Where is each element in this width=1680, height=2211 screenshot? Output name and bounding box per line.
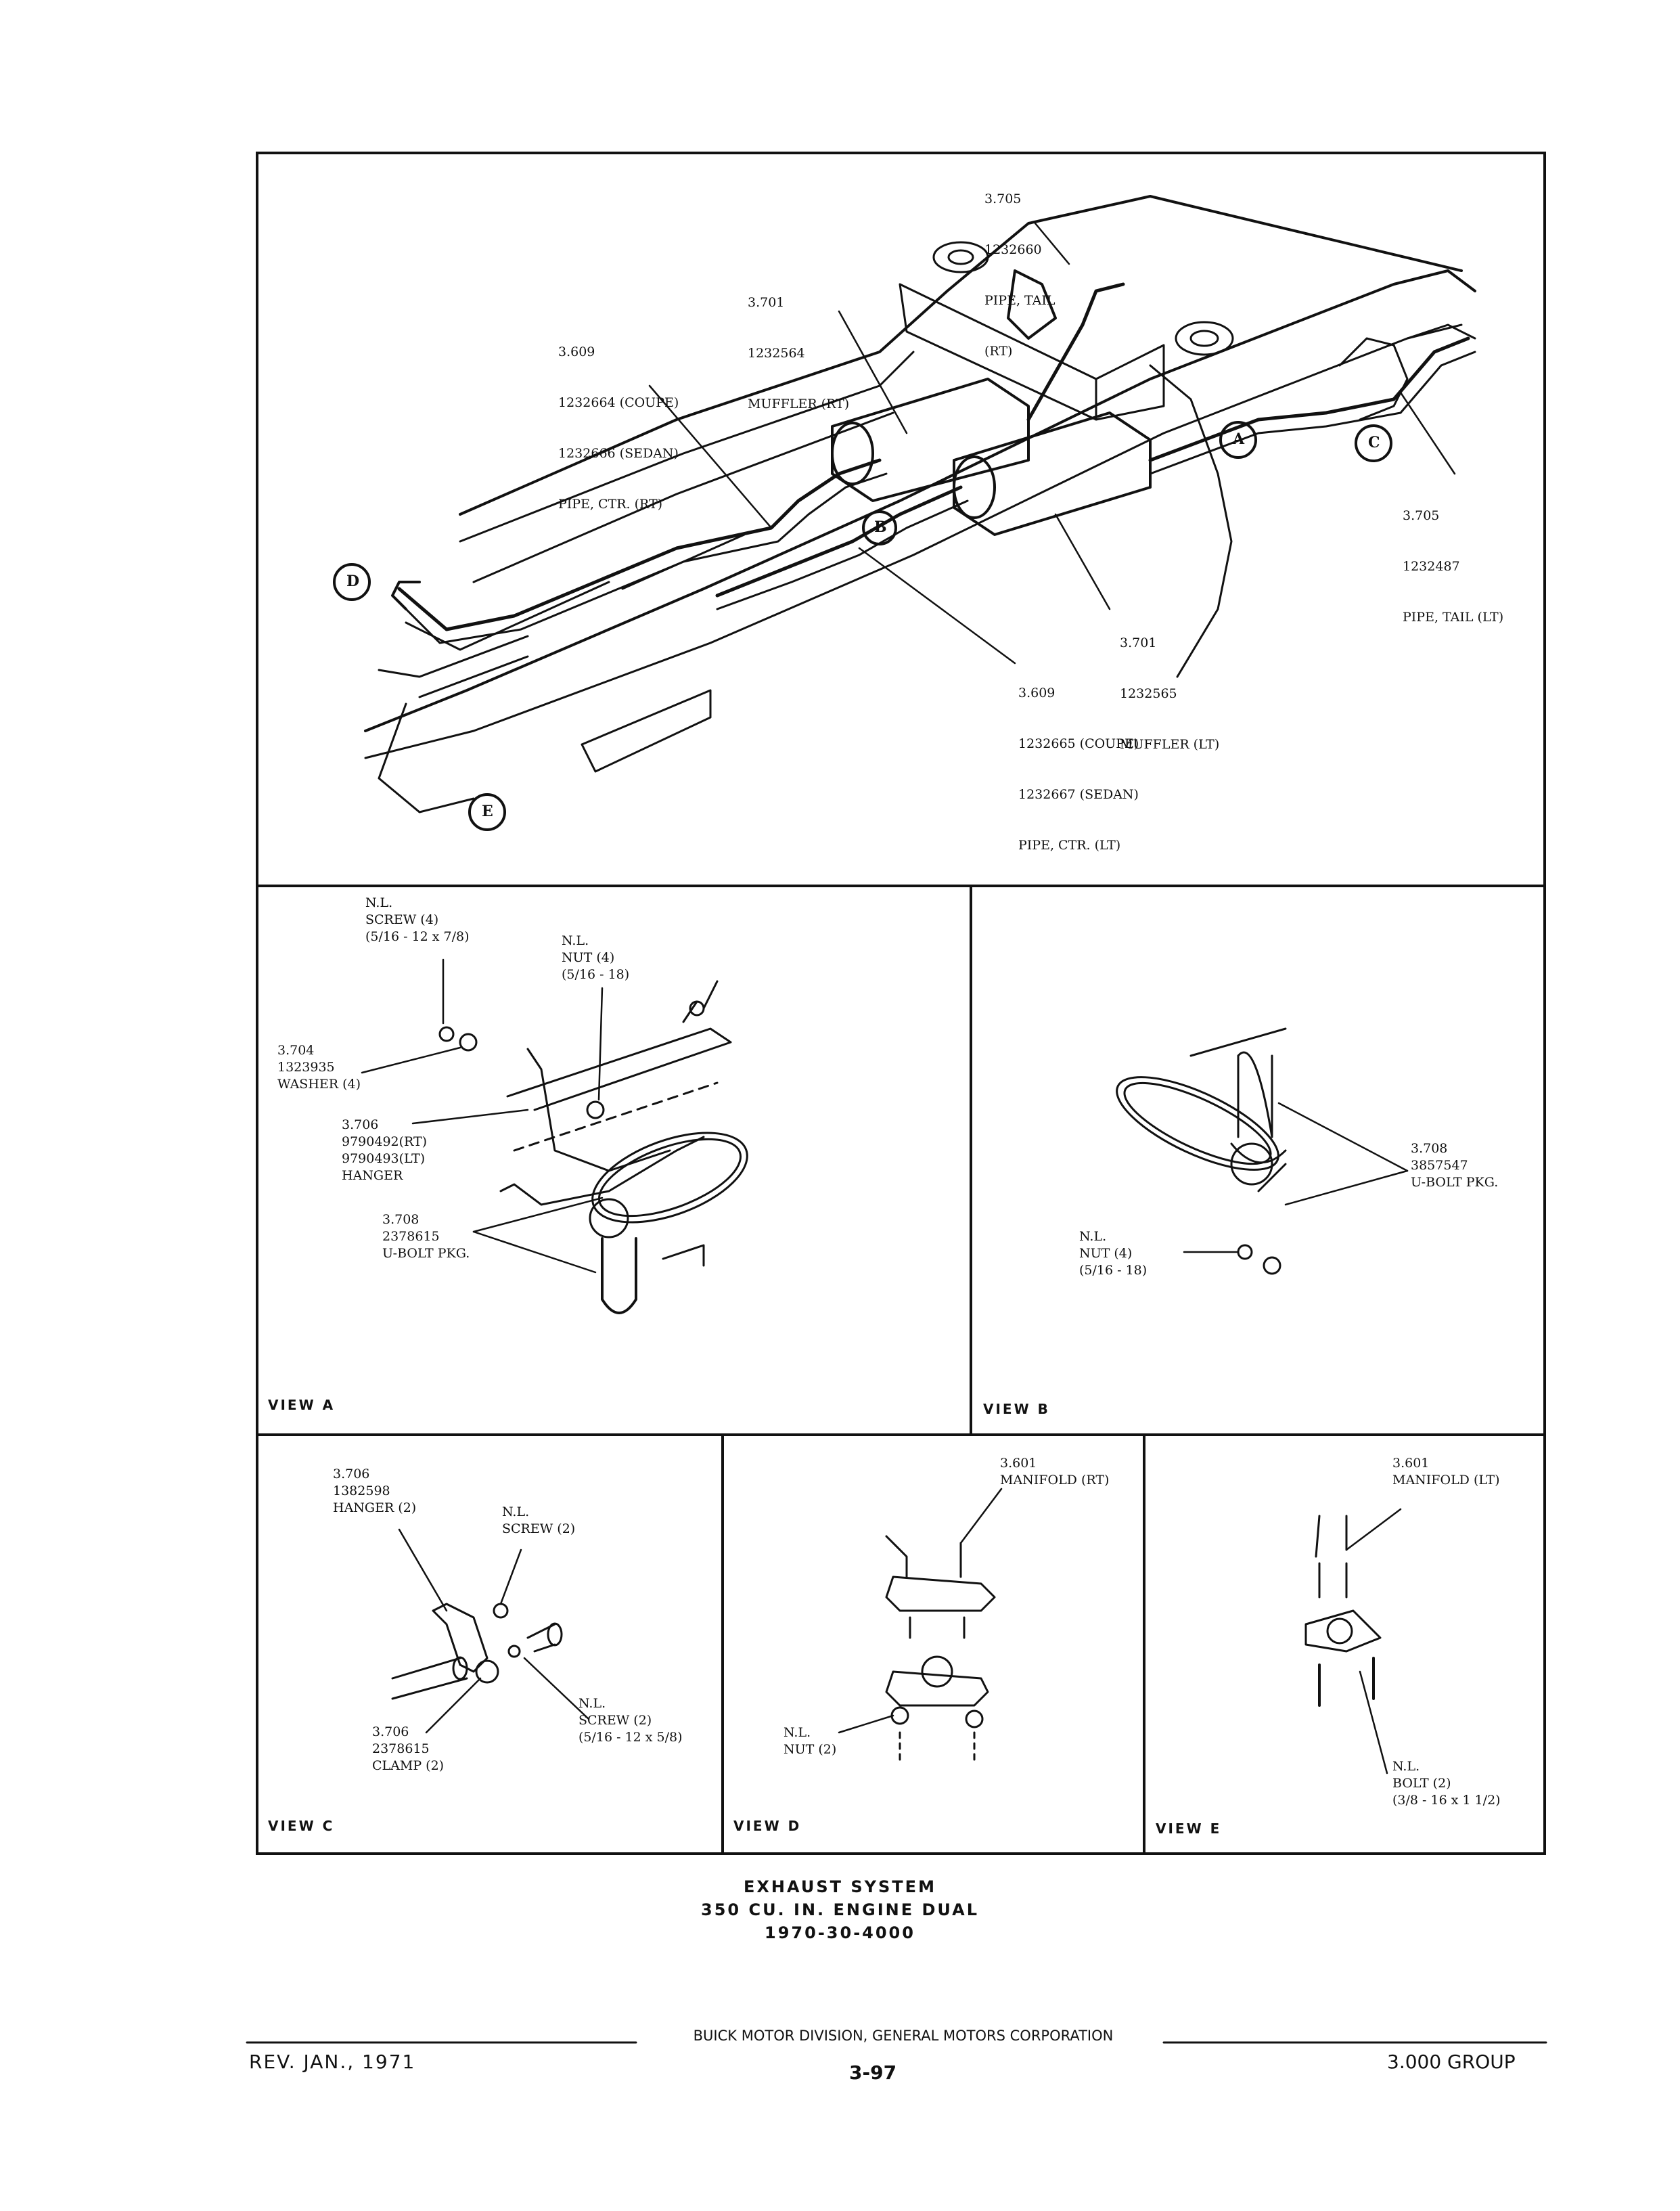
- view-e-bolt-label: N.L. BOLT (2) (3/8 - 16 x 1 1/2): [1392, 1759, 1501, 1808]
- callout-line: 3.701: [1120, 635, 1157, 650]
- callout-line: (RT): [984, 344, 1013, 359]
- callout-line: 1232660: [984, 242, 1042, 257]
- view-d-manifold-label: 3.601 MANIFOLD (RT): [1000, 1456, 1110, 1488]
- callout-line: MUFFLER (RT): [748, 397, 850, 411]
- view-a-screw-label: N.L. SCREW (4) (5/16 - 12 x 7/8): [365, 895, 470, 944]
- footer-division: BUICK MOTOR DIVISION, GENERAL MOTORS COR…: [693, 2028, 1114, 2044]
- footer-revision: REV. JAN., 1971: [249, 2051, 416, 2073]
- footer-group: 3.000 GROUP: [1387, 2051, 1516, 2073]
- view-d-nut-label: N.L. NUT (2): [784, 1725, 837, 1757]
- view-marker-e: E: [482, 803, 493, 820]
- view-a-drawing: [362, 960, 759, 1313]
- main-leader-lines: [650, 223, 1455, 663]
- footer-page-number: 3-97: [849, 2061, 897, 2084]
- view-e-frame: [1143, 1433, 1546, 1855]
- view-a-title: VIEW A: [268, 1397, 336, 1413]
- callout-line: 1232565: [1120, 686, 1177, 701]
- callout-muffler-rt: 3.701 1232564 MUFFLER (RT): [748, 261, 849, 430]
- callout-center-pipe-rt: 3.609 1232664 (COUPE) 1232666 (SEDAN) PI…: [558, 310, 679, 530]
- callout-tail-pipe-rt: 3.705 1232660 PIPE, TAIL (RT): [984, 157, 1055, 377]
- view-b-title: VIEW B: [983, 1401, 1050, 1417]
- callout-line: 1232664 (COUPE): [558, 395, 679, 410]
- callout-center-pipe-lt: 3.609 1232665 (COUPE) 1232667 (SEDAN) PI…: [1018, 651, 1139, 871]
- callout-line: 3.609: [558, 344, 595, 359]
- view-marker-d: D: [346, 573, 360, 590]
- callout-line: 3.705: [1403, 508, 1440, 523]
- caption-engine: 350 CU. IN. ENGINE DUAL: [701, 1900, 979, 1919]
- view-b-ubolt-label: 3.708 3857547 U-BOLT PKG.: [1411, 1141, 1499, 1190]
- callout-line: 1232564: [748, 346, 805, 361]
- view-a-washer-label: 3.704 1323935 WASHER (4): [277, 1043, 361, 1092]
- callout-line: 3.609: [1018, 686, 1055, 700]
- view-d-drawing: [839, 1489, 1001, 1760]
- view-b-nut-label: N.L. NUT (4) (5/16 - 18): [1079, 1229, 1148, 1278]
- callout-line: MUFFLER (LT): [1120, 737, 1220, 752]
- view-d-title: VIEW D: [733, 1818, 802, 1834]
- callout-line: PIPE, TAIL (LT): [1403, 610, 1504, 625]
- view-a-hanger-label: 3.706 9790492(RT) 9790493(LT) HANGER: [342, 1117, 428, 1183]
- callout-line: PIPE, CTR. (LT): [1018, 838, 1121, 853]
- callout-line: 1232665 (COUPE): [1018, 736, 1139, 751]
- callout-line: PIPE, CTR. (RT): [558, 497, 663, 512]
- callout-muffler-lt: 3.701 1232565 MUFFLER (LT): [1120, 601, 1219, 770]
- exhaust-pipes-drawing: [392, 271, 1475, 643]
- view-e-manifold-label: 3.601 MANIFOLD (LT): [1392, 1456, 1500, 1488]
- caption-title: EXHAUST SYSTEM: [744, 1877, 936, 1896]
- view-a-nut-label: N.L. NUT (4) (5/16 - 18): [562, 933, 630, 982]
- view-c-screw-size-label: N.L. SCREW (2) (5/16 - 12 x 5/8): [578, 1696, 683, 1745]
- view-marker-arrows: [334, 422, 1391, 830]
- callout-line: 1232487: [1403, 559, 1460, 574]
- view-e-drawing: [1306, 1509, 1401, 1773]
- view-a-ubolt-label: 3.708 2378615 U-BOLT PKG.: [382, 1212, 470, 1261]
- callout-tail-pipe-lt: 3.705 1232487 PIPE, TAIL (LT): [1403, 474, 1503, 643]
- callout-line: 1232666 (SEDAN): [558, 446, 679, 461]
- view-e-title: VIEW E: [1156, 1821, 1222, 1837]
- view-c-screw-label: N.L. SCREW (2): [502, 1504, 576, 1536]
- callout-line: 1232667 (SEDAN): [1018, 787, 1139, 802]
- view-marker-b: B: [874, 518, 887, 536]
- callout-line: 3.701: [748, 295, 785, 310]
- view-c-drawing: [392, 1529, 589, 1733]
- view-marker-c: C: [1368, 434, 1380, 451]
- view-marker-a: A: [1233, 430, 1245, 448]
- caption-code: 1970-30-4000: [765, 1923, 915, 1942]
- callout-line: PIPE, TAIL: [984, 293, 1055, 308]
- view-c-title: VIEW C: [268, 1818, 335, 1834]
- view-c-clamp-label: 3.706 2378615 CLAMP (2): [372, 1724, 445, 1773]
- callout-line: 3.705: [984, 192, 1022, 206]
- view-b-drawing: [1105, 1029, 1407, 1274]
- view-c-hanger-label: 3.706 1382598 HANGER (2): [333, 1467, 417, 1515]
